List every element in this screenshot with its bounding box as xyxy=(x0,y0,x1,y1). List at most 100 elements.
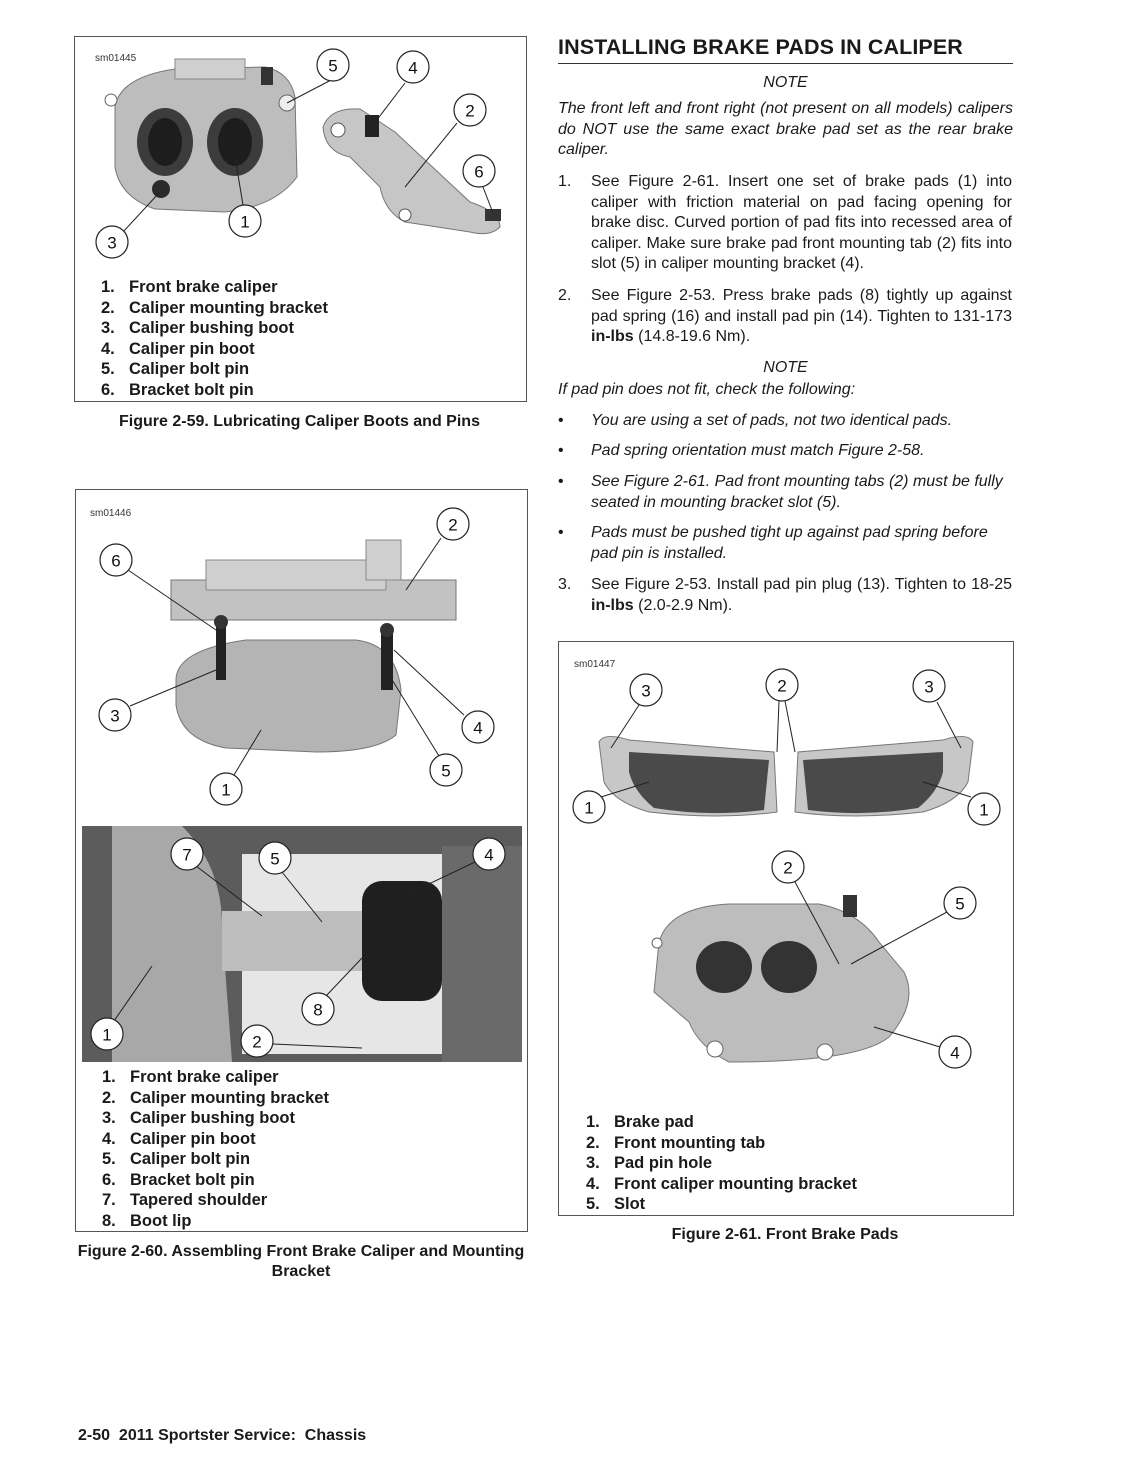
figure-2-60-legend: 1.Front brake caliper 2.Caliper mounting… xyxy=(102,1067,329,1231)
svg-text:2: 2 xyxy=(448,516,457,535)
svg-text:7: 7 xyxy=(182,846,191,865)
callout-4: 4 xyxy=(411,837,506,893)
svg-text:8: 8 xyxy=(313,1001,322,1020)
svg-text:1: 1 xyxy=(979,801,988,820)
svg-text:6: 6 xyxy=(474,163,483,182)
figure-2-61-box: sm01447 3 2 3 xyxy=(558,641,1014,1216)
callout-1: 1 xyxy=(572,781,650,824)
legend-item: 6.Bracket bolt pin xyxy=(102,1170,255,1189)
svg-text:1: 1 xyxy=(240,213,249,232)
figure-2-60-box: sm01446 2 6 3 4 xyxy=(75,489,528,1232)
svg-text:6: 6 xyxy=(111,552,120,571)
note-text: The front left and front right (not pres… xyxy=(558,100,1013,158)
callout-2: 2 xyxy=(404,93,487,188)
legend-item: 1.Brake pad xyxy=(586,1113,694,1131)
step-text: See Figure 2-61. Insert one set of brake… xyxy=(591,173,1012,272)
legend-item: 4.Caliper pin boot xyxy=(102,1129,256,1148)
legend-item: 3.Caliper bushing boot xyxy=(102,1109,295,1127)
caliper-mounting-bracket-drawing xyxy=(322,108,501,235)
figure-id: sm01447 xyxy=(574,659,616,670)
bullet-item: • You are using a set of pads, not two i… xyxy=(558,412,953,429)
svg-text:2: 2 xyxy=(783,859,792,878)
callout-7: 7 xyxy=(170,837,263,917)
caliper-boots-photo: 5 4 2 6 1 3 xyxy=(95,48,501,259)
callout-3: 3 xyxy=(912,669,962,749)
step-text: See Figure 2-53. Install pad pin plug (1… xyxy=(591,576,1012,614)
callout-1: 1 xyxy=(228,156,262,238)
step-number: 2. xyxy=(558,287,572,304)
bullet-item: • Pads must be pushed tight up against p… xyxy=(558,524,988,562)
svg-text:2: 2 xyxy=(777,677,786,696)
figure-id: sm01446 xyxy=(90,508,132,519)
callout-2: 2 xyxy=(765,668,799,753)
brake-pads-drawing xyxy=(598,736,974,1063)
callout-4: 4 xyxy=(372,50,430,126)
svg-text:1: 1 xyxy=(221,781,230,800)
legend-item: 1.Front brake caliper xyxy=(101,278,278,296)
svg-text:4: 4 xyxy=(473,719,482,738)
svg-text:1: 1 xyxy=(102,1026,111,1045)
svg-text:3: 3 xyxy=(641,682,650,701)
callout-6: 6 xyxy=(99,543,217,631)
svg-text:5: 5 xyxy=(328,57,337,76)
figure-2-59-box: sm01445 5 xyxy=(74,36,527,402)
legend-item: 5.Caliper bolt pin xyxy=(101,360,250,378)
svg-text:5: 5 xyxy=(270,850,279,869)
callout-5: 5 xyxy=(286,48,350,104)
caption-line: Figure 2-60. Assembling Front Brake Cali… xyxy=(77,1243,525,1260)
svg-text:2: 2 xyxy=(252,1033,261,1052)
callout-1: 1 xyxy=(209,729,262,806)
legend-item: 3.Caliper bushing boot xyxy=(101,319,294,337)
callout-2: 2 xyxy=(240,1024,363,1058)
section-heading: INSTALLING BRAKE PADS IN CALIPER xyxy=(558,35,1013,64)
caliper-assembly-drawing xyxy=(170,539,457,753)
note-label: NOTE xyxy=(763,359,808,376)
callout-3: 3 xyxy=(98,669,217,732)
legend-item: 8.Boot lip xyxy=(102,1211,192,1230)
legend-item: 5.Slot xyxy=(586,1195,646,1213)
svg-text:4: 4 xyxy=(408,59,417,78)
note-text: If pad pin does not fit, check the follo… xyxy=(558,381,856,398)
svg-text:3: 3 xyxy=(107,234,116,253)
callout-5: 5 xyxy=(258,841,323,923)
note-label: NOTE xyxy=(763,74,808,91)
callout-8: 8 xyxy=(301,957,363,1026)
svg-text:3: 3 xyxy=(110,707,119,726)
figure-2-61-legend: 1.Brake pad 2.Front mounting tab 3.Pad p… xyxy=(586,1112,857,1215)
step-number: 1. xyxy=(558,173,572,190)
callout-4: 4 xyxy=(873,1026,972,1069)
bolt-pin-closeup-photo: 7 5 4 8 1 2 xyxy=(82,826,522,1062)
legend-item: 6.Bracket bolt pin xyxy=(101,380,254,399)
figure-2-59-legend: 1.Front brake caliper 2.Caliper mounting… xyxy=(101,277,328,400)
step-3: 3. See Figure 2-53. Install pad pin plug… xyxy=(558,575,1013,619)
caliper-assembly-photo: 2 6 3 4 5 1 xyxy=(98,507,495,806)
legend-item: 2.Front mounting tab xyxy=(586,1133,766,1152)
figure-2-61-caption: Figure 2-61. Front Brake Pads xyxy=(671,1226,899,1243)
step-number: 3. xyxy=(558,576,572,593)
bullet-item: • See Figure 2-61. Pad front mounting ta… xyxy=(558,473,1003,511)
callout-2: 2 xyxy=(771,850,840,965)
callout-3: 3 xyxy=(610,673,663,749)
step-text: See Figure 2-53. Press brake pads (8) ti… xyxy=(591,287,1012,345)
figure-id: sm01445 xyxy=(95,53,137,64)
svg-text:3: 3 xyxy=(924,678,933,697)
callout-1: 1 xyxy=(922,781,1001,826)
legend-item: 7.Tapered shoulder xyxy=(102,1191,268,1209)
legend-item: 5.Caliper bolt pin xyxy=(102,1150,251,1168)
callout-2: 2 xyxy=(405,507,470,591)
legend-item: 3.Pad pin hole xyxy=(586,1154,713,1172)
legend-item: 2.Caliper mounting bracket xyxy=(101,298,328,317)
step-2: 2. See Figure 2-53. Press brake pads (8)… xyxy=(558,286,1013,351)
legend-item: 4.Front caliper mounting bracket xyxy=(586,1174,857,1193)
callout-5: 5 xyxy=(850,886,977,965)
svg-text:2: 2 xyxy=(465,102,474,121)
caption-line: Bracket xyxy=(271,1263,331,1280)
front-brake-caliper-drawing xyxy=(104,58,298,213)
callout-6: 6 xyxy=(462,154,496,214)
svg-text:5: 5 xyxy=(441,762,450,781)
brake-pads-photo: 3 2 3 1 1 2 5 xyxy=(572,668,1001,1069)
callout-5: 5 xyxy=(385,669,463,787)
page-footer: 2-50 2011 Sportster Service: Chassis xyxy=(78,1427,367,1444)
legend-item: 4.Caliper pin boot xyxy=(101,339,255,358)
callout-1: 1 xyxy=(90,965,153,1051)
